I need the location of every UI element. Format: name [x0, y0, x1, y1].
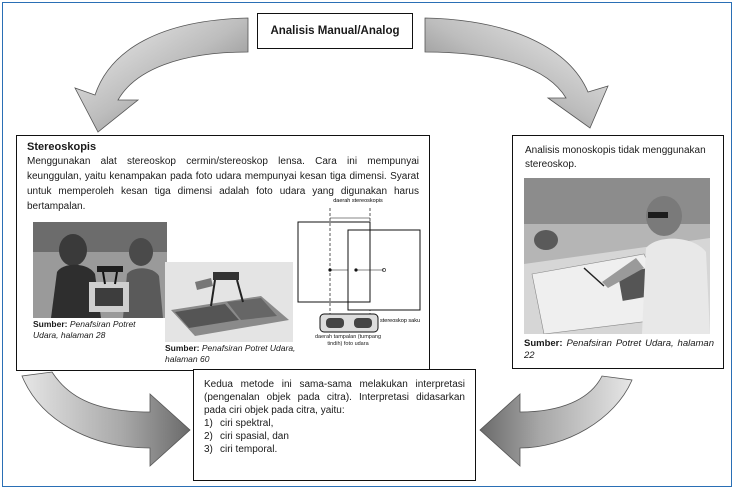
list-text: ciri temporal.: [220, 444, 278, 455]
title-text: Analisis Manual/Analog: [270, 25, 400, 37]
list-number: 1): [204, 418, 213, 429]
arrow-top-left: [74, 17, 249, 133]
monoscopic-analyst-photo: [524, 178, 710, 334]
outer-frame: [2, 2, 732, 487]
diagram-overlap-label: daerah tampalan (tumpang tindih) foto ud…: [314, 334, 382, 347]
arrow-top-right: [424, 17, 609, 129]
summary-box: Kedua metode ini sama-sama melakukan int…: [193, 369, 476, 481]
stereo-heading: Stereoskopis: [27, 141, 97, 153]
source-text: Penafsiran Potret Udara, halaman 60: [165, 343, 296, 364]
list-item: 1) ciri spektral,: [204, 417, 465, 430]
title-box: Analisis Manual/Analog: [257, 13, 413, 49]
mono-source: Sumber: Penafsiran Potret Udara, halaman…: [524, 338, 714, 362]
source-text: Penafsiran Potret Udara, halaman 22: [524, 338, 714, 361]
list-text: ciri spasial, dan: [220, 431, 289, 442]
arrow-bottom-left: [21, 371, 191, 467]
list-number: 3): [204, 444, 213, 455]
mirror-stereoscope-photo: [165, 262, 293, 342]
stereo-source-2: Sumber: Penafsiran Potret Udara, halaman…: [165, 343, 305, 365]
summary-intro: Kedua metode ini sama-sama melakukan int…: [204, 379, 465, 416]
stereo-description: Menggunakan alat stereoskop cermin/stere…: [27, 156, 419, 212]
stereo-source-1: Sumber: Penafsiran Potret Udara, halaman…: [33, 319, 163, 341]
list-item: 3) ciri temporal.: [204, 443, 465, 456]
stereo-overlap-diagram: daerah stereoskopis stereoskop saku daer…: [297, 198, 421, 347]
source-text: Penafsiran Potret Udara, halaman 28: [33, 319, 136, 340]
list-item: 2) ciri spasial, dan: [204, 430, 465, 443]
source-label: Sumber:: [33, 319, 68, 329]
arrow-bottom-right: [479, 375, 633, 467]
list-number: 2): [204, 431, 213, 442]
list-text: ciri spektral,: [220, 418, 274, 429]
diagram-area-label: daerah stereoskopis: [333, 198, 383, 204]
diagram-pocket-label: stereoskop saku: [380, 318, 420, 324]
stereoscope-users-photo: [33, 222, 167, 318]
source-label: Sumber:: [524, 338, 563, 349]
source-label: Sumber:: [165, 343, 200, 353]
mono-description: Analisis monoskopis tidak menggunakan st…: [525, 145, 706, 170]
